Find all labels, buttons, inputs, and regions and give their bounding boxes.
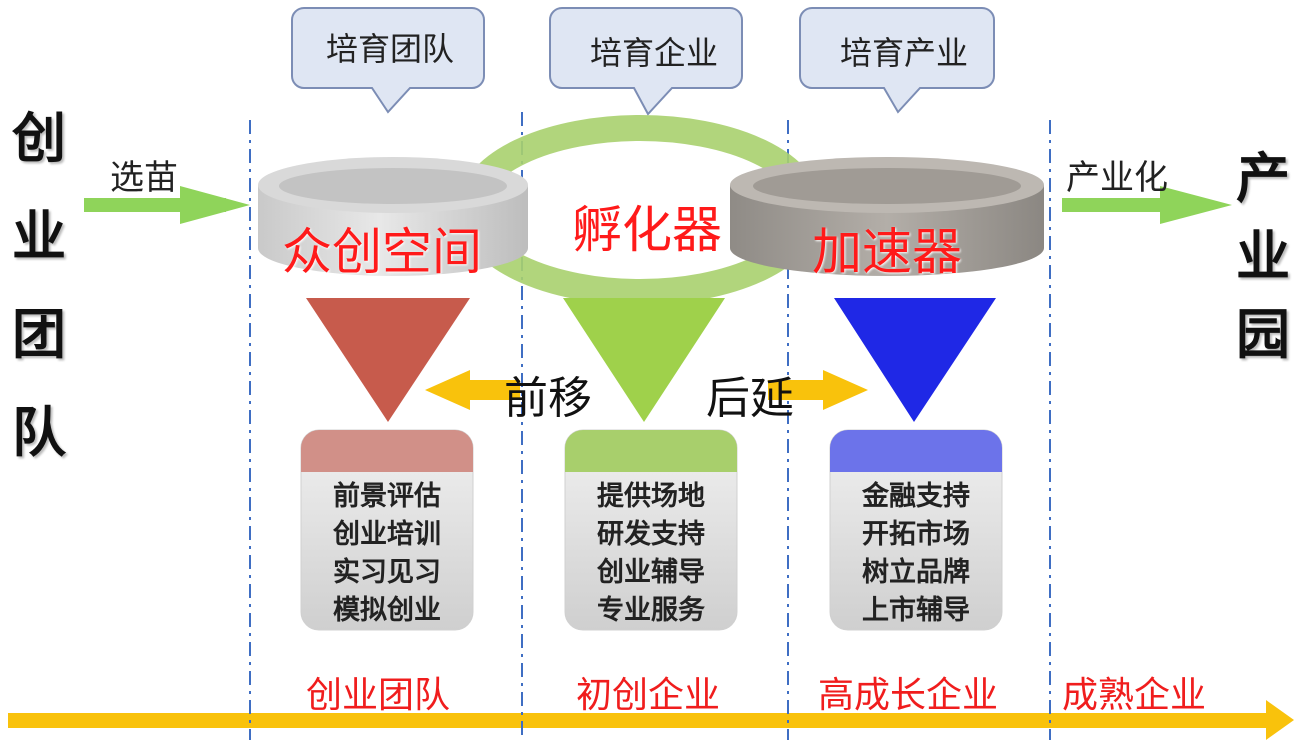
- title-char: 业: [12, 205, 66, 268]
- makerspace-ring: [258, 157, 528, 276]
- service-item: 实习见习: [333, 557, 441, 588]
- move-forward-label: 前移: [504, 373, 592, 424]
- service-item: 提供场地: [597, 481, 705, 512]
- makerspace-services: 前景评估 创业培训 实习见习 模拟创业: [302, 478, 472, 630]
- accelerator-card: [829, 429, 1003, 631]
- makerspace-funnel: [306, 298, 470, 422]
- move-forward-arrow: [425, 370, 520, 410]
- title-char: 产: [1236, 147, 1290, 210]
- stage-label-high-growth: 高成长企业: [818, 675, 999, 716]
- select-seedlings-arrow: [84, 186, 250, 224]
- bubble-cultivate-enterprise: [549, 7, 743, 116]
- service-item: 金融支持: [862, 481, 970, 512]
- extend-backward-arrow: [768, 370, 868, 410]
- accelerator-label: 加速器: [812, 223, 962, 281]
- title-char: 队: [12, 401, 66, 464]
- title-char: 创: [12, 107, 66, 170]
- service-item: 研发支持: [597, 519, 705, 550]
- timeline-arrow: [8, 700, 1294, 740]
- bubble-label: 培育产业: [839, 34, 968, 72]
- accelerator-ring: [730, 157, 1044, 276]
- service-item: 上市辅导: [862, 595, 970, 626]
- stage-dividers: [249, 112, 1051, 740]
- extend-backward-label: 后延: [706, 373, 794, 424]
- accelerator-funnel: [834, 298, 996, 422]
- stage-label-early-enterprise: 初创企业: [576, 675, 721, 716]
- stage-label-startup-team: 创业团队: [306, 675, 451, 716]
- service-item: 创业辅导: [597, 557, 705, 588]
- service-item: 开拓市场: [862, 519, 970, 550]
- bubble-cultivate-industry: [799, 7, 995, 114]
- service-item: 模拟创业: [333, 595, 441, 626]
- title-char: 团: [12, 303, 66, 366]
- title-char: 业: [1236, 225, 1290, 288]
- industrialization-arrow: [1062, 186, 1232, 224]
- incubator-label: 孵化器: [572, 201, 722, 259]
- title-char: 园: [1236, 303, 1290, 366]
- industrialization-label: 产业化: [1066, 158, 1168, 198]
- bubble-label: 培育企业: [589, 34, 718, 72]
- incubator-services: 提供场地 研发支持 创业辅导 专业服务: [566, 478, 736, 630]
- service-item: 树立品牌: [862, 557, 970, 588]
- industrial-park-title: 产 业 园: [1236, 152, 1290, 386]
- select-seedlings-label: 选苗: [110, 158, 178, 198]
- incubator-funnel: [563, 298, 725, 422]
- startup-team-title: 创 业 团 队: [12, 112, 66, 504]
- bubble-cultivate-team: [291, 7, 485, 114]
- bubble-label: 培育团队: [325, 30, 454, 68]
- stage-label-mature: 成熟企业: [1062, 675, 1207, 716]
- service-item: 创业培训: [333, 519, 441, 550]
- incubator-card: [564, 429, 738, 631]
- service-item: 专业服务: [597, 595, 705, 626]
- service-item: 前景评估: [333, 481, 441, 512]
- makerspace-card: [300, 429, 474, 631]
- makerspace-label: 众创空间: [282, 223, 482, 281]
- accelerator-services: 金融支持 开拓市场 树立品牌 上市辅导: [831, 478, 1001, 630]
